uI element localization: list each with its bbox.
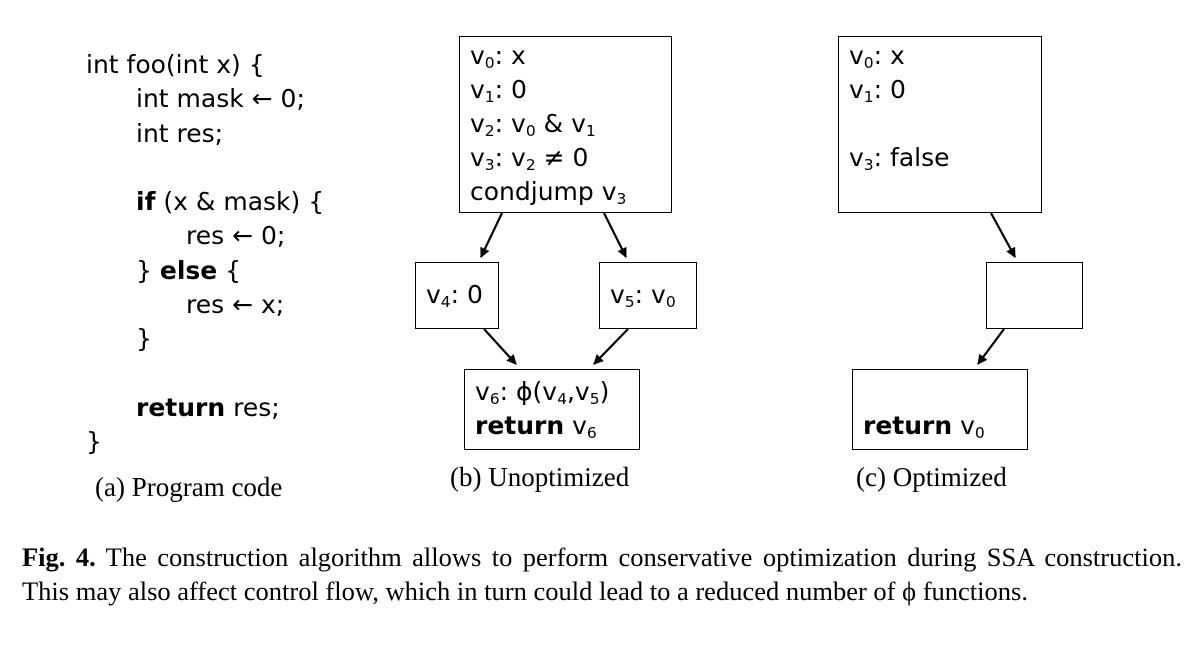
subcaption-a: (a) Program code [95,472,283,502]
var: v [849,143,864,172]
code-line: res ← x; [186,290,285,320]
ssa-text: v [564,411,587,440]
program-code: int foo(int x) { int mask ← 0; int res; … [86,48,324,460]
unopt-exit-block: v6: ϕ(v4,v5) return v6 [464,369,640,450]
code-text: } [136,255,160,285]
var: v [470,41,485,70]
ssa-text: ≠ 0 [535,143,589,172]
var: v [470,109,485,138]
keyword: return [475,411,565,440]
edge-arrow [977,328,1005,365]
subscript: 2 [484,121,495,140]
code-line: if (x & mask) { [86,185,324,219]
ssa-text: : x [494,41,526,70]
figure-label: Fig. 4. [22,542,96,572]
ssa-line: v3: v2 ≠ 0 [470,143,589,174]
ssa-text: : 0 [873,75,906,104]
ssa-text: : v [494,109,526,138]
var: v [849,75,864,104]
ssa-text: v [952,411,975,440]
subscript: 4 [557,389,567,408]
ssa-text: : false [873,143,950,172]
ssa-line: v0: x [849,41,905,72]
ssa-line: v5: v0 [610,280,676,311]
opt-exit-block: return v0 [852,369,1028,450]
opt-entry-block: v0: x v1: 0 v3: false [838,36,1042,213]
code-text: (x & mask) { [155,187,325,217]
edge-arrow [480,212,503,258]
ssa-text: : v [494,143,526,172]
code-line: return res; [86,391,324,425]
var: v [470,143,485,172]
subscript: 0 [484,53,495,72]
subscript: 0 [525,121,536,140]
figure-caption: Fig. 4. The construction algorithm allow… [22,540,1182,608]
edge-arrow [483,328,517,365]
code-line: int mask ← 0; [136,84,305,114]
edge-arrow [990,212,1016,258]
edge-arrow [603,212,627,258]
ssa-text: : 0 [494,75,527,104]
ssa-text: : 0 [450,280,483,309]
code-text: { [217,255,242,285]
keyword: return [863,411,953,440]
code-line: } [86,427,102,457]
subscript: 6 [586,423,597,442]
subcaption-b: (b) Unoptimized [450,462,630,492]
var: v [470,75,485,104]
var: v [426,280,441,309]
var: v [610,280,625,309]
subscript: 1 [863,87,874,106]
subscript: 1 [585,121,596,140]
ssa-text: & v [535,109,586,138]
opt-empty-block [986,262,1083,329]
unopt-left-block: v4: 0 [415,262,499,329]
ssa-text: : x [873,41,905,70]
ssa-text: : v [634,280,666,309]
code-line: res ← 0; [186,221,286,251]
subscript: 2 [525,155,536,174]
ssa-line: v1: 0 [470,75,527,106]
ssa-line: v2: v0 & v1 [470,109,596,140]
subscript: 1 [484,87,495,106]
ssa-text: ,v [566,377,590,406]
var: v [849,41,864,70]
code-line: } [136,324,152,354]
keyword: return [136,392,226,422]
ssa-line: v0: x [470,41,526,72]
subscript: 4 [440,292,451,311]
subcaption-c: (c) Optimized [856,462,1007,492]
code-line: int res; [136,118,224,148]
subscript: 3 [484,155,495,174]
ssa-line: condjump v3 [470,177,627,208]
keyword: if [136,187,156,217]
subscript: 6 [489,389,500,408]
ssa-line: v4: 0 [426,280,483,311]
edge-arrow [593,328,629,365]
code-text: res; [225,392,280,422]
caption-text: The construction algorithm allows to per… [22,542,1182,606]
subscript: 0 [863,53,874,72]
ssa-line: return v6 [475,411,597,442]
code-line: } else { [86,254,324,288]
subscript: 5 [589,389,600,408]
code-line: int foo(int x) { [86,50,265,79]
subscript: 0 [665,292,676,311]
ssa-text: ) [599,377,610,406]
ssa-line: v1: 0 [849,75,906,106]
keyword: else [159,255,218,285]
ssa-text: condjump v [470,177,617,206]
subscript: 3 [863,155,874,174]
subscript: 0 [974,423,985,442]
ssa-line: v6: ϕ(v4,v5) [475,377,610,408]
var: v [475,377,490,406]
ssa-text: : ϕ(v [499,377,558,406]
subscript: 3 [616,189,627,208]
unopt-right-block: v5: v0 [599,262,697,329]
ssa-line: v3: false [849,143,950,174]
subscript: 5 [624,292,635,311]
unopt-entry-block: v0: x v1: 0 v2: v0 & v1 v3: v2 ≠ 0 condj… [459,36,672,213]
ssa-line: return v0 [863,411,985,442]
